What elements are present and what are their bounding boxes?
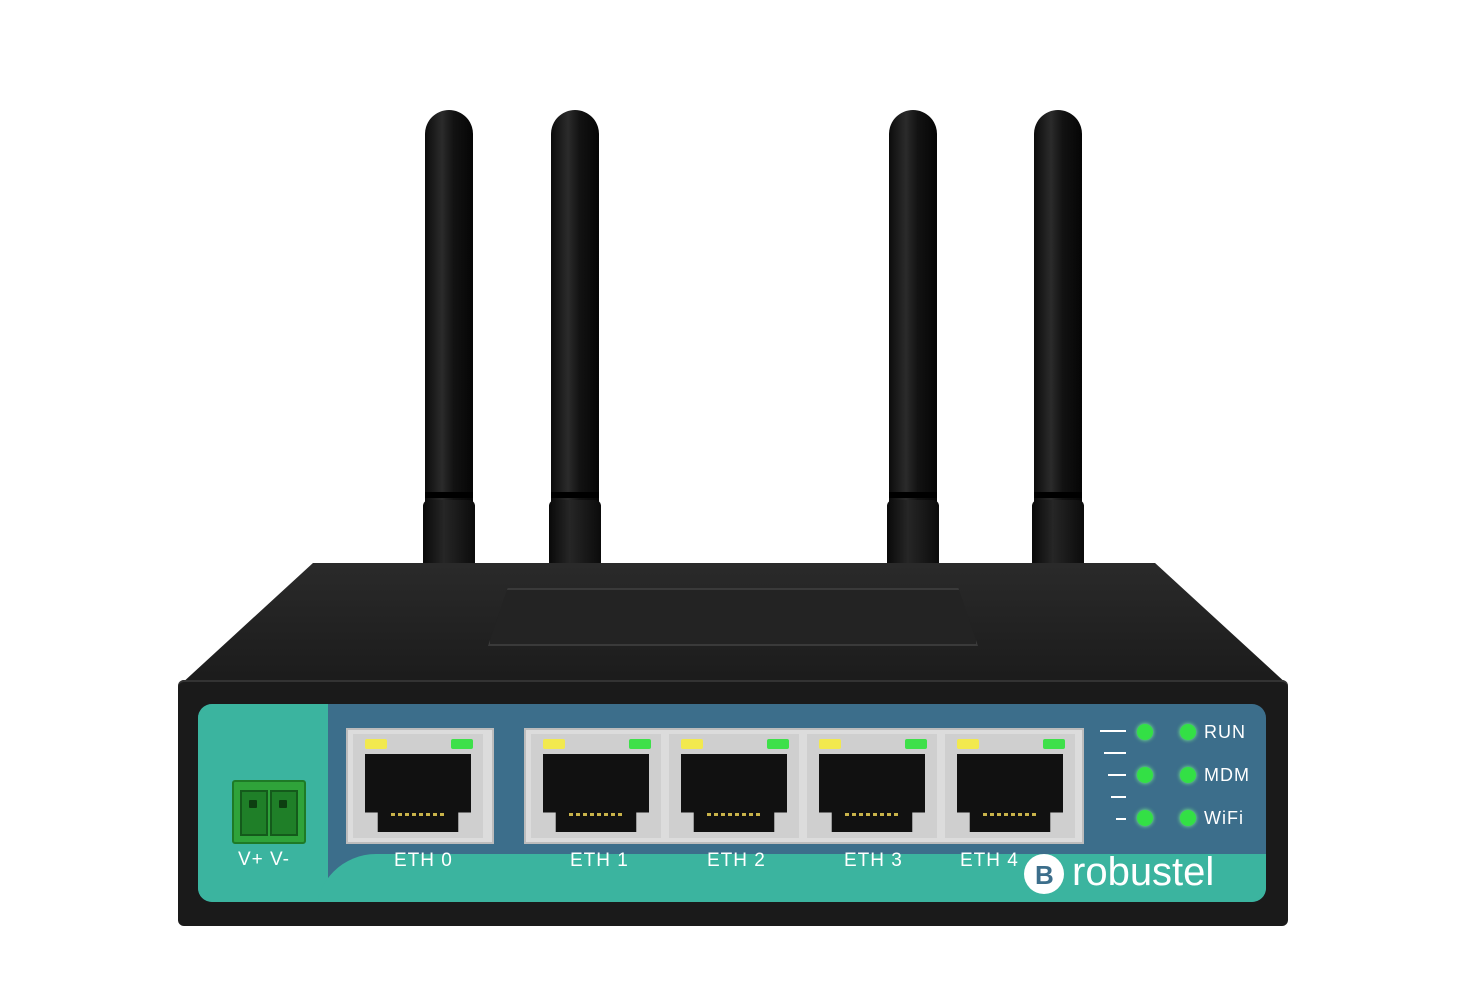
- antenna: [423, 110, 475, 610]
- signal-led: [1137, 810, 1153, 826]
- ethernet-port-0: [353, 734, 483, 838]
- power-terminal-connector: [232, 780, 306, 844]
- port-activity-led: [957, 739, 979, 749]
- port-activity-led: [365, 739, 387, 749]
- port-activity-led: [819, 739, 841, 749]
- port-link-led: [1043, 739, 1065, 749]
- wifi-label: WiFi: [1204, 808, 1244, 828]
- eth-4-label: ETH 4: [960, 850, 1019, 871]
- port-link-led: [451, 739, 473, 749]
- mdm-led: [1180, 767, 1196, 783]
- port-link-led: [629, 739, 651, 749]
- port-link-led: [767, 739, 789, 749]
- signal-led: [1137, 724, 1153, 740]
- antenna: [549, 110, 601, 610]
- run-label: RUN: [1204, 722, 1246, 742]
- rj45-jack: [819, 754, 925, 832]
- eth-3-label: ETH 3: [844, 850, 903, 871]
- top-recess: [488, 588, 978, 646]
- antenna: [887, 110, 939, 610]
- wifi-led: [1180, 810, 1196, 826]
- rj45-jack: [681, 754, 787, 832]
- mdm-label: MDM: [1204, 765, 1250, 785]
- eth-2-label: ETH 2: [707, 850, 766, 871]
- power-pin-negative: [270, 790, 298, 836]
- port-activity-led: [681, 739, 703, 749]
- front-panel: V+ V-: [198, 704, 1266, 902]
- signal-bar: [1116, 818, 1126, 820]
- signal-bar: [1100, 730, 1126, 732]
- signal-bar: [1104, 752, 1126, 754]
- signal-led: [1137, 767, 1153, 783]
- rj45-jack: [365, 754, 471, 832]
- rj45-jack: [957, 754, 1063, 832]
- run-led: [1180, 724, 1196, 740]
- brand-logo-icon: [1024, 854, 1064, 894]
- port-activity-led: [543, 739, 565, 749]
- wan-port-frame: [346, 728, 494, 844]
- ethernet-port-1: [531, 734, 661, 838]
- lan-port-frame: [524, 728, 1084, 844]
- signal-bar: [1108, 774, 1126, 776]
- antenna: [1032, 110, 1084, 610]
- panel-accent-wave: [316, 854, 1266, 902]
- power-label: V+ V-: [238, 849, 290, 870]
- ethernet-port-4: [945, 734, 1075, 838]
- port-link-led: [905, 739, 927, 749]
- eth-1-label: ETH 1: [570, 850, 629, 871]
- rj45-jack: [543, 754, 649, 832]
- ethernet-port-3: [807, 734, 937, 838]
- signal-bar: [1111, 796, 1126, 798]
- eth-0-label: ETH 0: [394, 850, 453, 871]
- ethernet-port-2: [669, 734, 799, 838]
- power-pin-positive: [240, 790, 268, 836]
- brand-name: robustel: [1072, 850, 1215, 894]
